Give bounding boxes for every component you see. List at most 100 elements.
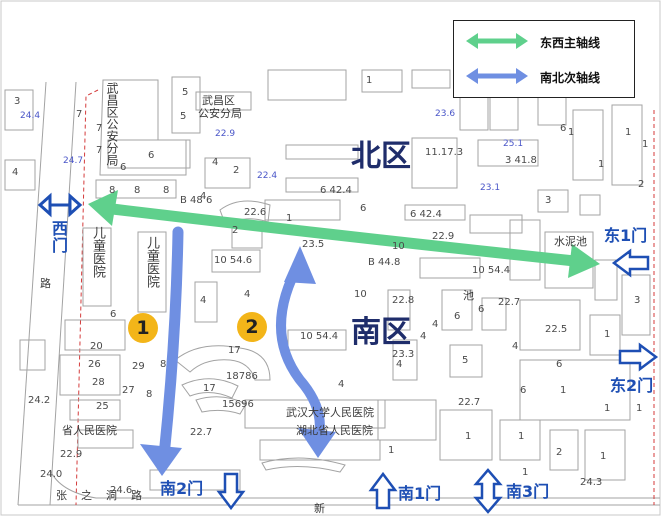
building-number: 4 [200,295,207,306]
elevation-label: 22.8 [392,295,415,306]
building-number: 1 [366,75,373,86]
elevation-label: 24.2 [28,395,51,406]
building-number: 5 [182,87,189,98]
building-code: 18786 [226,371,258,382]
south2-gate-label[interactable]: 南2门 [160,479,204,498]
building-number: 4 [200,191,207,202]
elevation-label: 24.4 [20,111,41,121]
building-number: 26 [88,359,101,370]
building-number: 1 [600,451,607,462]
legend-north-south-label: 南北次轴线 [540,71,601,85]
childrens-hospital-label-1: 儿童医院 [90,226,105,278]
south3-gate-label[interactable]: 南3门 [506,482,550,501]
building-number: 1 [522,467,529,478]
elevation-label: 22.9 [60,449,83,460]
building-number: 6 [560,123,567,134]
north-south-axis-2 [276,246,336,458]
police-vertical-label: 武昌区公安分局 [105,82,119,166]
building-number: 7 [76,109,83,120]
elevation-label: 22.7 [190,427,213,438]
building-code: 15696 [222,399,254,410]
road-west-label: 路 [40,277,51,290]
arrow-down-icon[interactable] [217,472,245,510]
building-number: 6 [478,304,485,315]
building-number: 6 [120,162,127,173]
building-number: 28 [92,377,105,388]
building-number: 25 [96,401,109,412]
childrens-hospital-label-2: 儿童医院 [144,236,159,288]
west-gate-arrow-shape [37,192,83,218]
legend-swatches [466,33,528,84]
north-south-axis-1 [140,226,184,476]
legend-east-west-swatch [466,33,528,49]
road-south-label: 张之洞路 [56,489,156,502]
building-number: 1 [604,403,611,414]
west-gate-label[interactable]: 西门 [49,220,68,254]
building-number: 4 [212,157,219,168]
double-arrow-horizontal-icon[interactable] [38,193,82,217]
building-number: 4 [432,319,439,330]
building-number: 1 [465,431,472,442]
elevation-label: 23.1 [480,183,501,193]
building-number: 5 [180,111,187,122]
north-zone-label: 北区 [351,139,411,174]
marker-1[interactable]: 1 [128,313,158,343]
elevation-label: 22.6 [244,207,267,218]
elevation-label: 22.9 [215,129,236,139]
building-code: B 48 6 [180,195,213,206]
building-number: 1 [625,127,632,138]
building-number: 1 [636,403,643,414]
elevation-label: 24.7 [63,156,84,166]
building-code: 6 42.4 [410,209,442,220]
elevation-label: 22.7 [498,297,521,308]
new-label: 新 [314,502,325,515]
building-number: 10 [354,289,367,300]
building-number: 8 [160,359,167,370]
building-number: 7 [96,123,103,134]
building-number: 4 [512,341,519,352]
building-number: 3 [634,295,641,306]
arrow-up-icon[interactable] [369,472,397,510]
elevation-label: 23.5 [302,239,325,250]
east1-gate-label[interactable]: 东1门 [604,226,648,245]
building-number: 1 [286,213,293,224]
building-number: 20 [90,341,103,352]
elevation-label: 24.0 [40,469,63,480]
building-number: 6 [148,150,155,161]
renmin-hospital-label-1: 武汉大学人民医院 [286,406,374,419]
south1-gate-label[interactable]: 南1门 [398,484,442,503]
double-arrow-vertical-icon[interactable] [474,468,502,514]
arrow-left-icon[interactable] [612,250,650,276]
building-code: B 44.8 [368,257,401,268]
elevation-label: 22.7 [458,397,481,408]
building-number: 6 [110,309,117,320]
building-number: 1 [560,385,567,396]
building-number: 1 [642,139,649,150]
arrow-right-icon[interactable] [618,344,658,370]
building-number: 4 [12,167,19,178]
elevation-label: 25.1 [503,139,524,149]
building-code: 3 41.8 [505,155,537,166]
building-number: 3 [14,96,21,107]
building-number: 6 [556,359,563,370]
building-number: 2 [232,225,239,236]
building-number: 17 [203,383,216,394]
police-label-1: 武昌区 [202,94,235,107]
building-number: 4 [420,331,427,342]
building-number: 2 [556,447,563,458]
building-number: 10 [392,241,405,252]
building-number: 6 [520,385,527,396]
police-label-2: 公安分局 [198,107,242,120]
building-code: 10 54.4 [472,265,511,276]
building-number: 8 [134,185,141,196]
east2-gate-label[interactable]: 东2门 [610,376,654,395]
building-number: 2 [233,165,240,176]
building-number: 1 [388,445,395,456]
building-code: 10 54.6 [214,255,253,266]
marker-2[interactable]: 2 [237,312,267,342]
building-code: 6 42.4 [320,185,352,196]
building-code: 11.17.3 [425,147,464,158]
elevation-label: 24.3 [580,477,603,488]
building-number: 6 [454,311,461,322]
